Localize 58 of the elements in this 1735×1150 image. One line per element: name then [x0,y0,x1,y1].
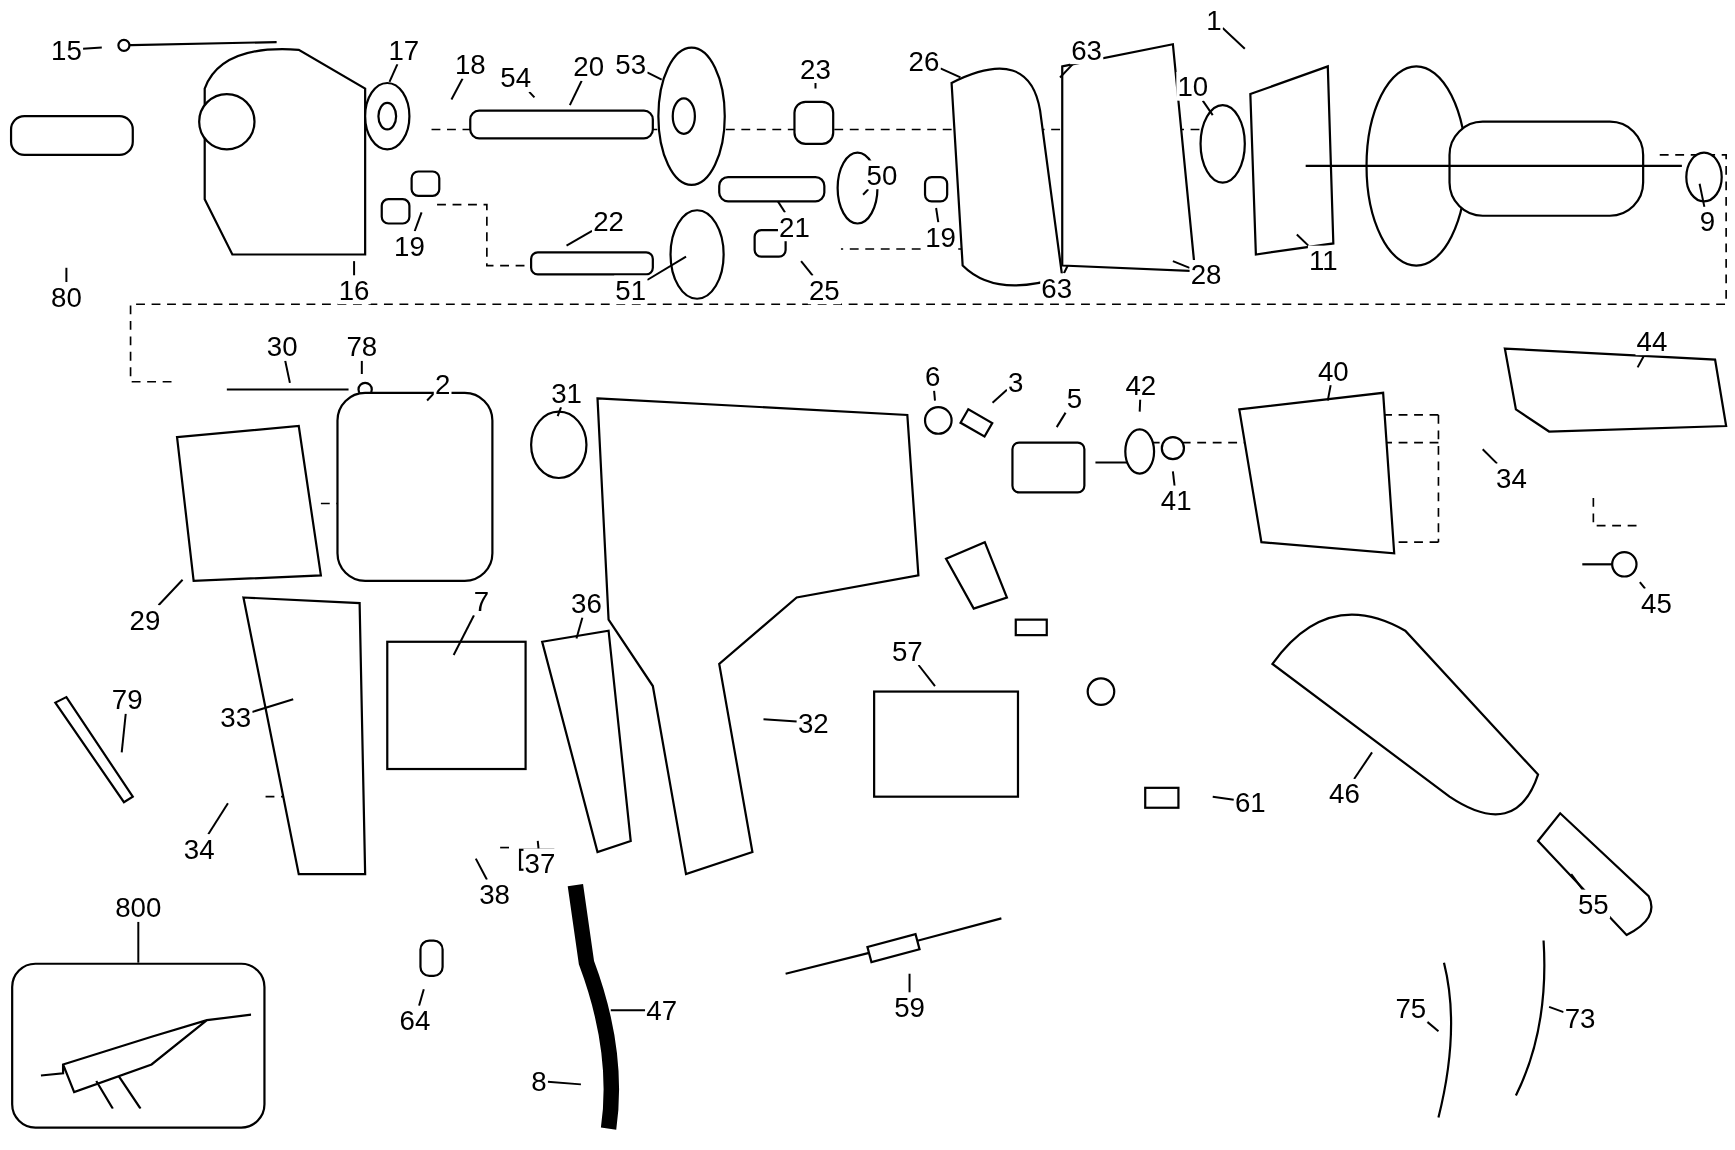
leader-line [360,359,363,375]
leader-line [1171,260,1191,269]
leader-line [120,712,127,754]
leader-line [474,857,488,881]
leader-line [1426,1020,1440,1033]
leader-line [568,79,583,107]
leader-line [776,200,787,214]
leader-line [800,260,814,277]
leader-line [81,46,103,50]
leader-line [1481,448,1499,465]
leader-line [157,578,184,607]
leader-line [353,260,356,277]
leader-line [1059,63,1074,79]
leader-line [1698,182,1706,208]
callout-number: 19 [924,222,957,252]
leader-line [933,389,936,402]
leader-line [609,1009,647,1012]
leader-line [646,71,663,81]
callout-number: 21 [777,212,811,242]
leader-line [1295,233,1310,247]
leader-line [284,359,291,384]
leader-line [137,920,140,964]
leader-line [450,77,464,101]
leader-line [762,718,798,723]
leader-line [452,614,475,657]
leader-line [1353,751,1374,780]
callout-number: 55 [1576,889,1610,919]
leader-line [388,63,399,83]
leader-line [546,1080,582,1086]
leader-line [1201,99,1214,117]
leader-line [935,207,940,224]
leader-line [1570,873,1584,891]
leader-line [1211,795,1235,801]
inset-box [11,962,266,1129]
leader-line [565,229,594,247]
leader-line [251,698,295,713]
leader-line [65,266,68,284]
leader-line [1326,384,1332,402]
leader-line [991,388,1008,404]
leader-line [528,90,536,99]
leader-line [575,616,584,640]
callout-number: 50 [865,160,899,190]
leader-line [908,972,911,994]
leader-line [413,211,423,233]
leader-line [939,67,962,79]
leader-line [207,802,229,836]
leader-line [1221,27,1246,50]
leader-line [1171,470,1176,487]
leader-line [646,255,688,281]
leader-line [814,82,817,90]
leader-line [418,988,425,1007]
leader-line [1138,398,1142,413]
callout-number: 10 [1176,71,1210,101]
leader-line [1055,411,1067,429]
leader-line [1636,354,1646,369]
callout-number: 25 [807,275,841,305]
leader-line [1548,1005,1565,1014]
leader-line [917,664,936,688]
